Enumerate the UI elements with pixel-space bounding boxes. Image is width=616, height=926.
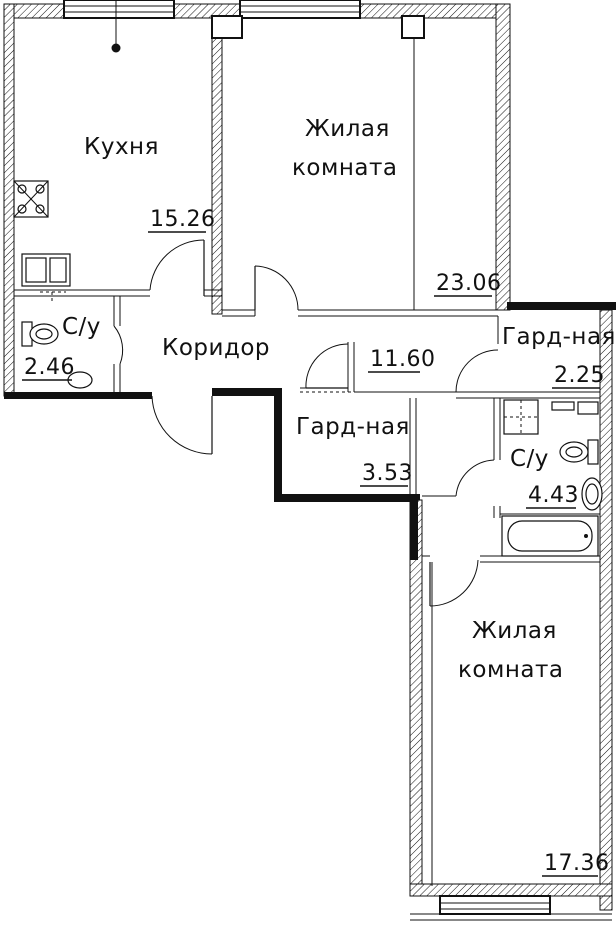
washbasin-icon (581, 477, 603, 511)
room-name: Коридор (162, 335, 270, 361)
room-name: Гард-ная (296, 414, 410, 440)
stove-icon (13, 180, 49, 218)
room-name-line2: комната (292, 155, 397, 181)
washing-machine-icon (503, 399, 539, 435)
door-wc-large (455, 459, 495, 497)
room-name-line1: Жилая (472, 618, 557, 644)
room-wardrobe-lower: Гард-ная 3.53 (296, 414, 413, 487)
room-area: 2.25 (554, 363, 605, 388)
room-area: 2.46 (24, 355, 75, 380)
room-kitchen: Кухня 15.26 (84, 134, 215, 233)
shelf-icon (551, 401, 599, 415)
door-wardrobe-large (455, 349, 499, 393)
room-area: 23.06 (436, 271, 501, 296)
door-wardrobe-small (305, 343, 349, 389)
room-area: 15.26 (150, 207, 215, 232)
room-name: Кухня (84, 134, 159, 160)
doors (113, 239, 499, 607)
bathtub-icon (501, 515, 599, 557)
room-wardrobe-upper: Гард-ная 2.25 (502, 324, 616, 389)
room-name-line1: Жилая (305, 116, 390, 142)
room-name-line2: комната (458, 657, 563, 683)
room-name: С/у (510, 446, 549, 472)
riser-dashes (40, 291, 456, 393)
toilet-icon (21, 321, 59, 347)
outer-walls (3, 0, 616, 921)
door-wc-small (113, 325, 124, 365)
room-wc-small: С/у 2.46 (22, 314, 101, 381)
sink-icon (21, 253, 71, 287)
room-area: 4.43 (528, 483, 579, 508)
room-corridor: Коридор 11.60 (162, 335, 435, 373)
room-area: 11.60 (370, 347, 435, 372)
room-name: С/у (62, 314, 101, 340)
room-area: 3.53 (362, 461, 413, 486)
door-entrance (151, 395, 213, 455)
room-area: 17.36 (544, 851, 609, 876)
toilet-icon-large (559, 439, 599, 465)
door-living-room (254, 265, 299, 311)
door-living-room-lower (429, 559, 479, 607)
door-kitchen (149, 239, 205, 296)
lamp-point-icon (111, 0, 121, 53)
room-living-upper: Жилая комната 23.06 (292, 116, 501, 297)
room-wc-large: С/у 4.43 (510, 446, 579, 509)
partitions (14, 15, 600, 886)
room-name: Гард-ная (502, 324, 616, 350)
room-living-lower: Жилая комната 17.36 (458, 618, 609, 877)
